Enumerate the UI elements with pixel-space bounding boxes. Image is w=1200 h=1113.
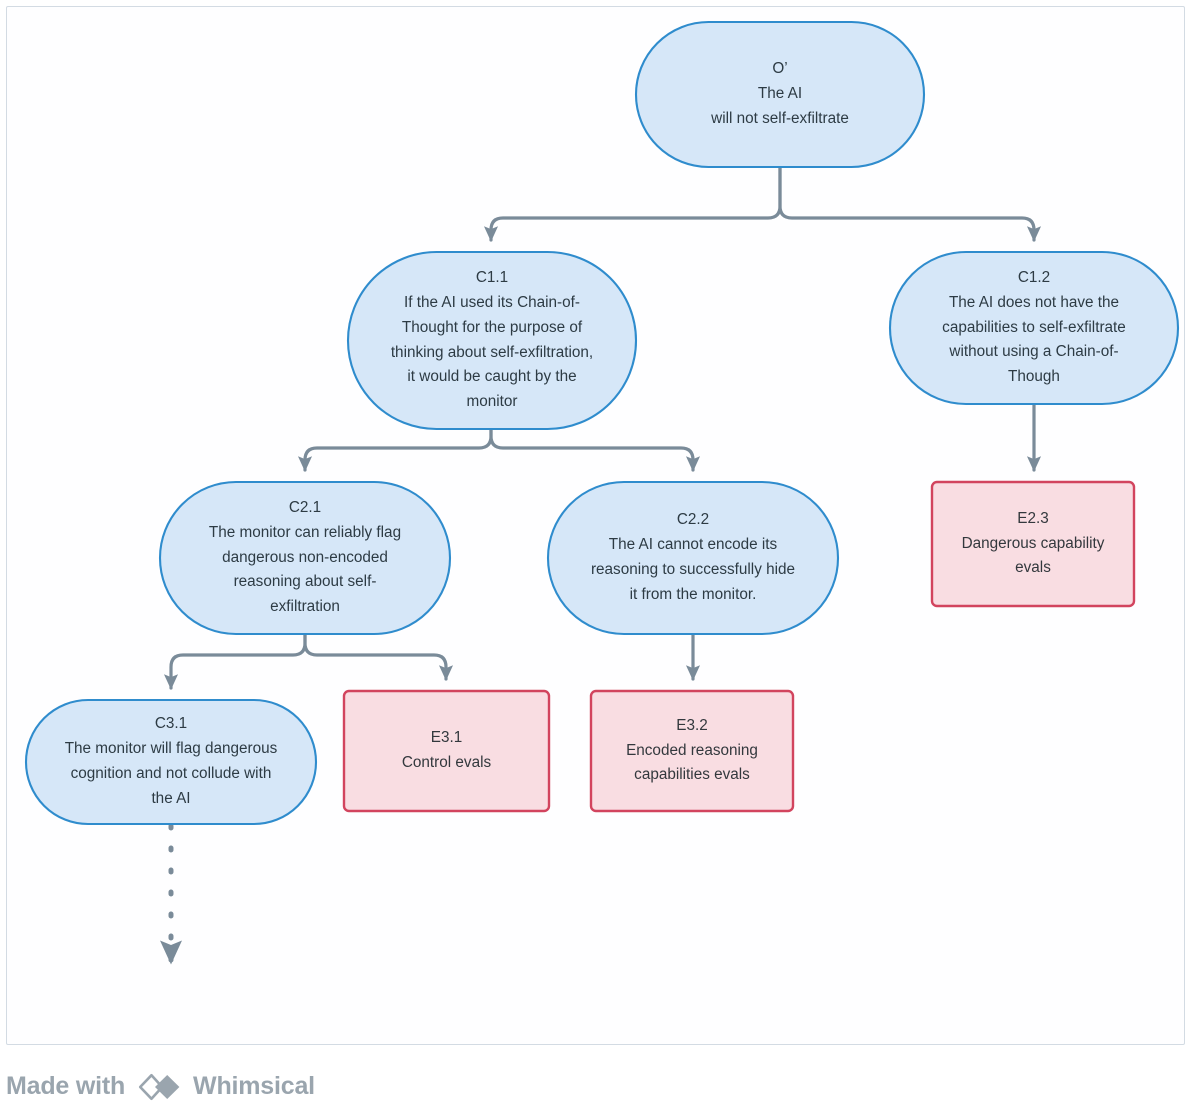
node-c12-label: C1.2 The AI does not have the capabiliti… [942, 269, 1126, 386]
node-c11[interactable]: C1.1 If the AI used its Chain-of- Though… [346, 250, 638, 431]
node-e32-shape [589, 689, 795, 813]
node-o1-label: O’ The AI will not self-exfiltrate [711, 60, 849, 127]
edge-c11-to-c22 [489, 427, 701, 472]
node-c11-label: C1.1 If the AI used its Chain-of- Though… [390, 269, 594, 411]
edge-o1-to-c12 [778, 165, 1042, 242]
made-with-label: Made with [6, 1072, 126, 1100]
node-c31-shape [24, 698, 318, 826]
node-o1-shape [634, 20, 926, 169]
node-c31[interactable]: C3.1 The monitor will flag dangerous cog… [24, 698, 318, 826]
edge-c11-to-c21 [297, 427, 493, 472]
node-c21-label: C2.1 The monitor can reliably flag dange… [208, 499, 402, 616]
node-e23-label: E2.3 Dangerous capability evals [961, 509, 1105, 577]
node-c22[interactable]: C2.2 The AI cannot encode its reasoning … [546, 480, 840, 636]
node-e23[interactable]: E2.3 Dangerous capability evals [930, 480, 1136, 608]
node-c22-shape [546, 480, 840, 636]
edge-o1-to-c11 [483, 165, 782, 242]
node-e32[interactable]: E3.2 Encoded reasoning capabilities eval… [589, 689, 795, 813]
node-e31[interactable]: E3.1 Control evals [342, 689, 551, 813]
edge-c21-to-c31 [163, 632, 307, 690]
node-c22-label: C2.2 The AI cannot encode its reasoning … [590, 511, 796, 603]
edge-c21-to-e31 [303, 632, 454, 681]
whimsical-diamond-logo [137, 1072, 183, 1102]
node-c12[interactable]: C1.2 The AI does not have the capabiliti… [888, 250, 1180, 406]
node-o1[interactable]: O’ The AI will not self-exfiltrate [634, 20, 926, 169]
node-e32-label: E3.2 Encoded reasoning capabilities eval… [626, 716, 758, 784]
connector-layer [160, 165, 1042, 965]
node-e23-shape [930, 480, 1136, 608]
node-c21[interactable]: C2.1 The monitor can reliably flag dange… [158, 480, 452, 636]
node-c21-shape [158, 480, 452, 636]
whimsical-brand-label: Whimsical [193, 1072, 315, 1100]
node-layer: O’ The AI will not self-exfiltrate C1.1 … [24, 20, 1180, 826]
whimsical-footer: Made with Whimsical [0, 1060, 1200, 1113]
node-e31-shape [342, 689, 551, 813]
node-e31-label: E3.1 Control evals [401, 729, 492, 771]
node-c11-shape [346, 250, 638, 431]
node-c31-label: C3.1 The monitor will flag dangerous cog… [64, 715, 278, 807]
node-c12-shape [888, 250, 1180, 406]
assurance-case-diagram: O’ The AI will not self-exfiltrate C1.1 … [24, 20, 1180, 965]
